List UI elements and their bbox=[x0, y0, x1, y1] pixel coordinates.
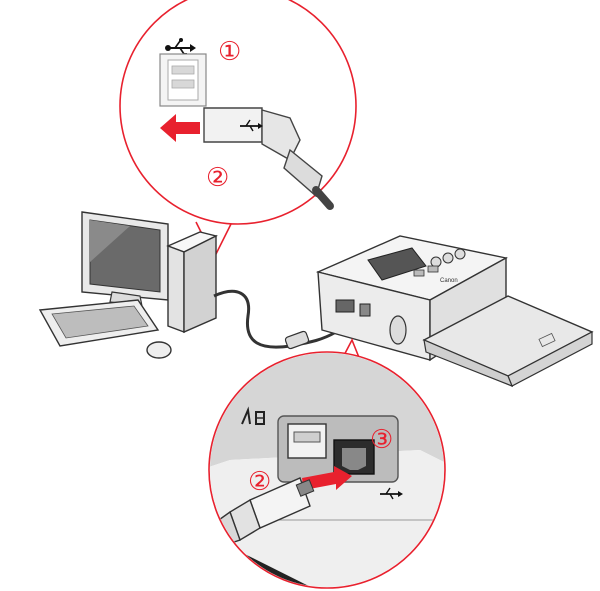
port-icons bbox=[241, 406, 265, 425]
computer-tower bbox=[166, 231, 219, 334]
usb-cable bbox=[213, 289, 337, 349]
insert-arrow bbox=[160, 114, 200, 142]
cable-b-connector bbox=[284, 330, 310, 350]
insert-arrow-bottom bbox=[302, 466, 352, 490]
usb-a-port bbox=[159, 53, 207, 107]
step-2-bottom-label: ② bbox=[248, 467, 271, 497]
monitor bbox=[81, 211, 169, 307]
printer-screen bbox=[367, 247, 427, 281]
bottom-callout: ② ③ bbox=[208, 338, 446, 589]
usb-plug-icon bbox=[240, 119, 263, 132]
usb-a-port-closeup bbox=[287, 423, 327, 459]
step-3-label: ③ bbox=[370, 425, 393, 455]
usb-a-plug bbox=[203, 107, 334, 210]
usb-b-port bbox=[333, 439, 375, 475]
printer: Canon bbox=[315, 235, 594, 388]
keyboard bbox=[38, 299, 160, 347]
printer-usb-port bbox=[335, 299, 355, 313]
computer bbox=[38, 211, 219, 359]
mouse bbox=[146, 341, 172, 359]
step-2-top-label: ② bbox=[206, 163, 229, 193]
printer-brand: Canon bbox=[440, 278, 458, 284]
step-1-label: ① bbox=[218, 37, 241, 67]
top-callout: ① ② bbox=[119, 0, 357, 260]
printer-buttons bbox=[413, 248, 466, 277]
usb-icon-printer bbox=[380, 487, 403, 500]
